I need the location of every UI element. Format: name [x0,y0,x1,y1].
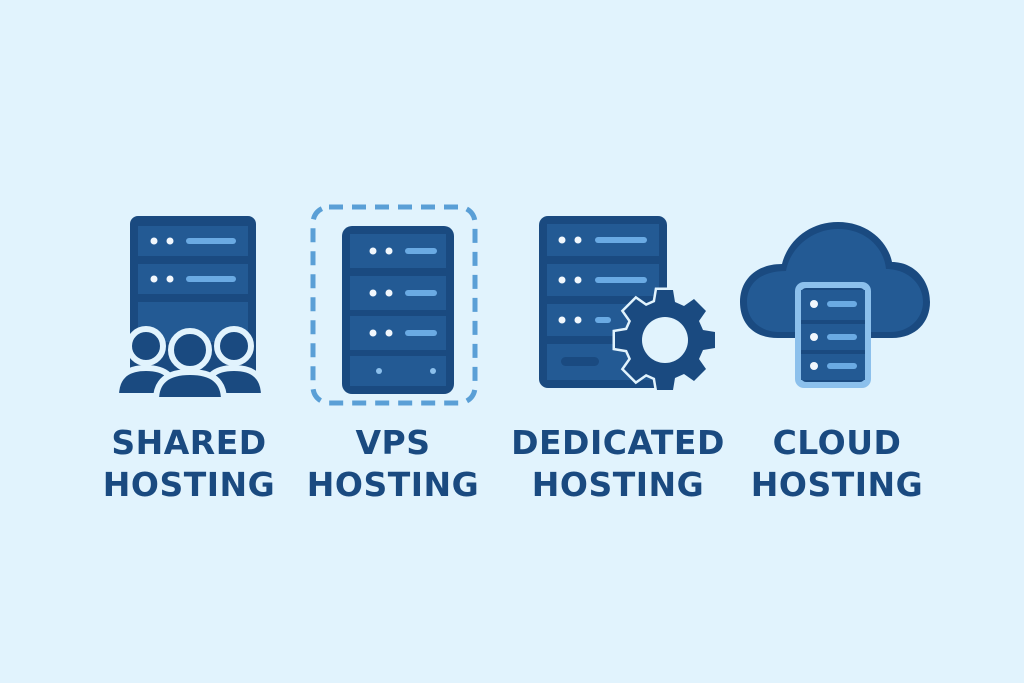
label-line2: HOSTING [750,465,924,504]
shared-hosting-icon [112,216,268,402]
gear-icon [612,287,718,393]
dashed-frame-icon [310,204,478,406]
cloud-hosting-label: CLOUD HOSTING [717,422,957,506]
dedicated-hosting-label: DEDICATED HOSTING [498,422,738,506]
label-line2: HOSTING [531,465,705,504]
label-line1: DEDICATED [511,423,725,462]
label-line1: VPS [355,423,431,462]
label-line1: CLOUD [772,423,902,462]
label-line2: HOSTING [102,465,276,504]
server-icon [795,282,871,388]
vps-hosting-icon [310,204,478,406]
cloud-hosting-icon [740,222,930,388]
users-icon [112,326,268,402]
label-line2: HOSTING [306,465,480,504]
cloud-icon [740,222,930,338]
vps-hosting-label: VPS HOSTING [273,422,513,506]
dedicated-hosting-icon [539,216,718,393]
server-icon [342,226,454,394]
shared-hosting-label: SHARED HOSTING [69,422,309,506]
label-line1: SHARED [111,423,267,462]
